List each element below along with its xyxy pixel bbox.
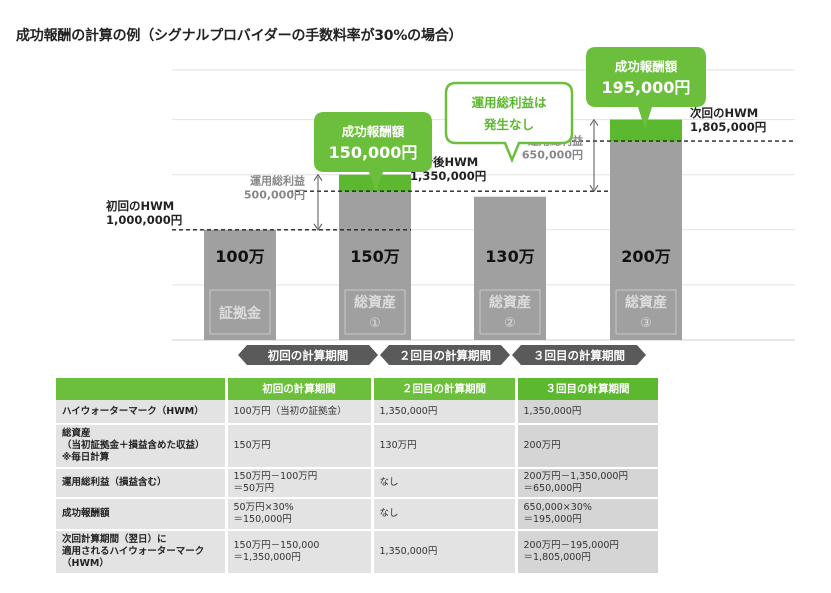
span-arrow-up: [589, 118, 599, 126]
table-header-period-2: ２回目の計算期間: [372, 378, 518, 400]
span-label: 運用総利益: [250, 174, 305, 188]
callout-2: [444, 81, 574, 164]
cell-period-3: 200万円: [516, 424, 661, 468]
row-label: 次回計算期間（翌日）に 適用されるハイウォーターマーク （HWM）: [56, 530, 228, 574]
span-arrow-down: [313, 223, 323, 231]
bar-4: [610, 119, 682, 341]
category-box: [209, 289, 271, 335]
cell-period-3: 650,000×30% ＝195,000円: [516, 498, 661, 530]
cell-period-2: 1,350,000円: [372, 400, 518, 424]
cell-period-2: なし: [372, 498, 518, 530]
table-row-next-hwm: 次回計算期間（翌日）に 適用されるハイウォーターマーク （HWM） 150万円－…: [56, 530, 661, 574]
category-label: 総資産: [489, 294, 531, 311]
category-box: [479, 289, 541, 335]
callout-1: [314, 112, 432, 192]
cell-period-1: 50万円×30% ＝150,000円: [226, 498, 374, 530]
category-box: [615, 289, 677, 335]
table-header-row: 初回の計算期間 ２回目の計算期間 ３回目の計算期間: [56, 378, 661, 400]
hwm-value: 1,350,000円: [410, 169, 486, 183]
cell-period-1: 150万円－150,000 ＝1,350,000円: [226, 530, 374, 574]
bar-1: [204, 229, 276, 340]
callout-line2: 195,000円: [602, 78, 691, 97]
bar-value-label: 200万: [621, 247, 670, 266]
callout-line1: 成功報酬額: [342, 124, 405, 139]
callout-3: [586, 47, 706, 129]
callout-line2: 150,000円: [329, 143, 418, 162]
cell-period-2: 130万円: [372, 424, 518, 468]
period-arrow-2: [380, 345, 510, 365]
category-label-sub: ②: [504, 316, 516, 331]
bar-3: [474, 196, 546, 340]
period-arrow-1: [238, 345, 378, 365]
cell-period-2: なし: [372, 468, 518, 498]
table-header-blank: [56, 378, 228, 400]
table-row-total-assets: 総資産 （当初証拠金＋損益含めた収益） ※毎日計算 150万円 130万円 20…: [56, 424, 661, 468]
span-arrow-up: [313, 173, 323, 181]
period-label: ３回目の計算期間: [533, 349, 625, 363]
cell-period-3: 1,350,000円: [516, 400, 661, 424]
hwm-label: 次回のHWM: [690, 106, 758, 120]
category-label: 総資産: [354, 294, 396, 311]
period-label: ２回目の計算期間: [399, 349, 491, 363]
cell-period-1: 150万円－100万円 ＝50万円: [226, 468, 374, 498]
callout-line2: 発生なし: [483, 117, 534, 132]
table-row-total-profit: 運用総利益（損益含む） 150万円－100万円 ＝50万円 なし 200万円－1…: [56, 468, 661, 498]
bar-value-label: 100万: [215, 247, 264, 266]
cell-period-3: 200万円－1,350,000円 ＝650,000円: [516, 468, 661, 498]
table-header-period-3: ３回目の計算期間: [516, 378, 661, 400]
row-label: 成功報酬額: [56, 498, 228, 530]
period-label: 初回の計算期間: [268, 349, 349, 363]
table-header-period-1: 初回の計算期間: [226, 378, 374, 400]
cell-period-3: 200万円－195,000円 ＝1,805,000円: [516, 530, 661, 574]
span-value: 650,000円: [522, 149, 583, 162]
category-label-sub: ①: [369, 316, 381, 331]
table-row-hwm: ハイウォーターマーク（HWM） 100万円（当初の証拠金） 1,350,000円…: [56, 400, 661, 424]
row-label: ハイウォーターマーク（HWM）: [56, 400, 228, 424]
period-arrow-3: [512, 345, 646, 365]
category-label: 証拠金: [219, 305, 262, 322]
cell-period-1: 100万円（当初の証拠金）: [226, 400, 374, 424]
category-box: [344, 289, 406, 335]
cell-period-2: 1,350,000円: [372, 530, 518, 574]
callout-line1: 運用総利益は: [471, 95, 547, 110]
page-title: 成功報酬の計算の例（シグナルプロバイダーの手数料率が30%の場合）: [16, 28, 463, 44]
bar-value-label: 130万: [485, 247, 534, 266]
hwm-value: 1,805,000円: [690, 120, 766, 134]
span-arrow-down: [589, 184, 599, 193]
category-label: 総資産: [625, 294, 667, 311]
cell-period-1: 150万円: [226, 424, 374, 468]
row-label: 運用総利益（損益含む）: [56, 468, 228, 498]
row-label: 総資産 （当初証拠金＋損益含めた収益） ※毎日計算: [56, 424, 228, 468]
profit-segment-2: [610, 119, 682, 142]
bar-value-label: 150万: [350, 247, 399, 266]
bar-2: [339, 174, 411, 340]
callout-line1: 成功報酬額: [615, 59, 678, 74]
hwm-value: 1,000,000円: [106, 213, 182, 227]
calculation-table: 初回の計算期間 ２回目の計算期間 ３回目の計算期間 ハイウォーターマーク（HWM…: [56, 378, 661, 575]
hwm-label: 初回のHWM: [106, 199, 174, 213]
category-label-sub: ③: [640, 316, 652, 331]
table-row-success-fee: 成功報酬額 50万円×30% ＝150,000円 なし 650,000×30% …: [56, 498, 661, 530]
span-value: 500,000円: [244, 189, 305, 202]
